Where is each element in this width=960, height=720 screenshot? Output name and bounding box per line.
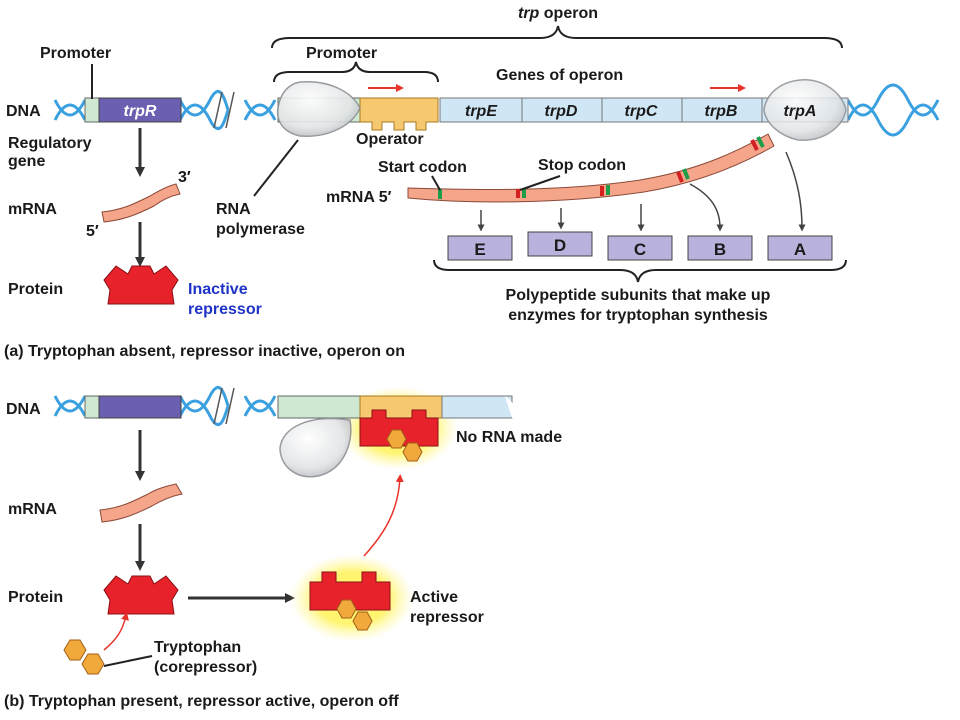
- tryptophan-label-1: Tryptophan: [154, 639, 241, 656]
- gene-dividers: [521, 98, 763, 122]
- mrna-5-label: mRNA 5′: [326, 189, 392, 206]
- polypeptide-label-1: Polypeptide subunits that make up: [506, 287, 771, 304]
- caption-a: (a) Tryptophan absent, repressor inactiv…: [4, 343, 405, 360]
- dna-helix-a: [53, 83, 940, 137]
- gene-trpB: trpB: [705, 103, 738, 120]
- subunit-E: [447, 235, 513, 261]
- five-prime-label: 5′: [86, 223, 99, 240]
- gene-trpA: trpA: [784, 103, 817, 120]
- panel-b: DNA No RNA made mRNA Protein: [4, 386, 562, 710]
- active-repressor-label-1: Active: [410, 589, 458, 606]
- subunit-B-label: B: [714, 240, 726, 259]
- active-repressor: [309, 571, 391, 611]
- rna-polymerase-right: [763, 79, 847, 141]
- promoter-region-left: [84, 97, 100, 123]
- start-codon-label: Start codon: [378, 159, 467, 176]
- genes-of-operon-label: Genes of operon: [496, 67, 623, 84]
- bound-repressor: [359, 409, 439, 447]
- dna-break-mark-b: [213, 387, 235, 425]
- subunit-C-label: C: [634, 240, 646, 259]
- dna-helix-b: [53, 386, 277, 426]
- polypeptide-subunits: E D C B A: [447, 231, 833, 261]
- subunit-C: [607, 235, 673, 261]
- promoter-label-left: Promoter: [40, 45, 111, 62]
- gene-trpE: trpE: [465, 103, 498, 120]
- mrna-label-b: mRNA: [8, 501, 57, 518]
- genes-bar-b: [441, 395, 513, 419]
- mrna-label-a: mRNA: [8, 201, 57, 218]
- codon-marks: [438, 136, 765, 199]
- inactive-repressor-label-1: Inactive: [188, 281, 248, 298]
- trpR-gene-b: [98, 395, 182, 419]
- bound-tryptophan: [386, 429, 423, 462]
- subunit-E-label: E: [474, 240, 485, 259]
- mrna-strand-a: [101, 183, 181, 223]
- three-prime-label: 3′: [178, 169, 191, 186]
- promoter-label-operon: Promoter: [306, 45, 377, 62]
- operator-site: [359, 97, 439, 131]
- operon-promoter-b: [277, 395, 361, 419]
- gene-trpC: trpC: [625, 103, 658, 120]
- operon-mrna: [407, 133, 775, 203]
- protein-label-a: Protein: [8, 281, 63, 298]
- subunit-B: [687, 235, 753, 261]
- corepressor-binding-arrow: [103, 612, 129, 651]
- regulatory-gene-label-1: Regulatory: [8, 135, 92, 152]
- dna-label-b: DNA: [6, 401, 41, 418]
- dna-label-a: DNA: [6, 103, 41, 120]
- rna-polymerase-left: [276, 81, 361, 137]
- gene-trpD: trpD: [545, 103, 578, 120]
- dna-break-mark: [213, 91, 235, 129]
- active-repressor-label-2: repressor: [410, 609, 484, 626]
- rna-polymerase-label-1: RNA: [216, 201, 251, 218]
- rna-polymerase-pointer: [253, 139, 299, 197]
- rna-polymerase-blocked: [279, 417, 352, 478]
- no-rna-made-label: No RNA made: [456, 429, 562, 446]
- rna-polymerase-label-2: polymerase: [216, 221, 305, 238]
- protein-label-b: Protein: [8, 589, 63, 606]
- active-repressor-tryptophan: [336, 599, 373, 631]
- stop-codon-label: Stop codon: [538, 157, 626, 174]
- polypeptide-label-2: enzymes for tryptophan synthesis: [508, 307, 768, 324]
- panel-a: trpR trpE trpD trpC trpB trpA: [4, 5, 940, 360]
- start-codon-pointer: [431, 175, 441, 191]
- operon-braces: [271, 25, 847, 283]
- free-tryptophan: [63, 639, 105, 675]
- mrna-strand-b: [99, 483, 183, 523]
- subunit-A-label: A: [794, 240, 806, 259]
- binding-arrow: [363, 474, 404, 557]
- stop-codon-pointer: [519, 175, 561, 191]
- trpR-label: trpR: [124, 103, 157, 120]
- inactive-repressor-label-2: repressor: [188, 301, 262, 318]
- trp-operon-title: trp operon: [518, 5, 598, 22]
- promoter-region-left-b: [84, 395, 100, 419]
- operator-label: Operator: [356, 131, 424, 148]
- regulatory-gene-label-2: gene: [8, 153, 45, 170]
- caption-b: (b) Tryptophan present, repressor active…: [4, 693, 399, 710]
- subunit-D-label: D: [554, 236, 566, 255]
- trpR-gene: [98, 97, 182, 123]
- tryptophan-label-2: (corepressor): [154, 659, 257, 676]
- translation-arrows: [477, 151, 806, 232]
- genes-bar-fade: [505, 396, 520, 418]
- inactive-repressor: [103, 265, 179, 305]
- tryptophan-pointer: [103, 655, 153, 667]
- subunit-A: [767, 235, 833, 261]
- subunit-D: [527, 231, 593, 257]
- repressor-protein-b: [103, 575, 179, 615]
